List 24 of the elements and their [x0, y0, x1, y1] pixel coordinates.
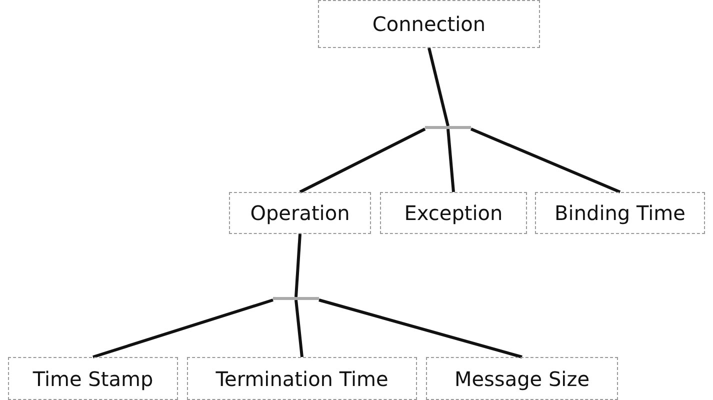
node-box [318, 0, 540, 48]
node-label: Connection [372, 12, 486, 36]
connector-line [294, 234, 302, 298]
connector-line [92, 298, 274, 358]
node-box [426, 357, 618, 400]
node-box [187, 357, 417, 400]
connector-line [470, 128, 621, 194]
junction-bar [273, 297, 319, 300]
node-label: Exception [404, 201, 503, 225]
node-box [380, 192, 527, 234]
node-label: Binding Time [554, 201, 686, 225]
connector-line [318, 298, 522, 358]
connector-line [299, 128, 426, 194]
connector-line [294, 300, 304, 358]
node-label: Operation [250, 201, 350, 225]
node-box [8, 357, 178, 400]
connector-line [428, 48, 450, 126]
node-label: Termination Time [216, 366, 388, 390]
node-box [535, 192, 705, 234]
junction-bar [425, 126, 471, 129]
node-label: Time Stamp [32, 366, 154, 390]
node-box [229, 192, 371, 234]
node-label: Message Size [454, 366, 590, 390]
connector-line [446, 128, 455, 192]
